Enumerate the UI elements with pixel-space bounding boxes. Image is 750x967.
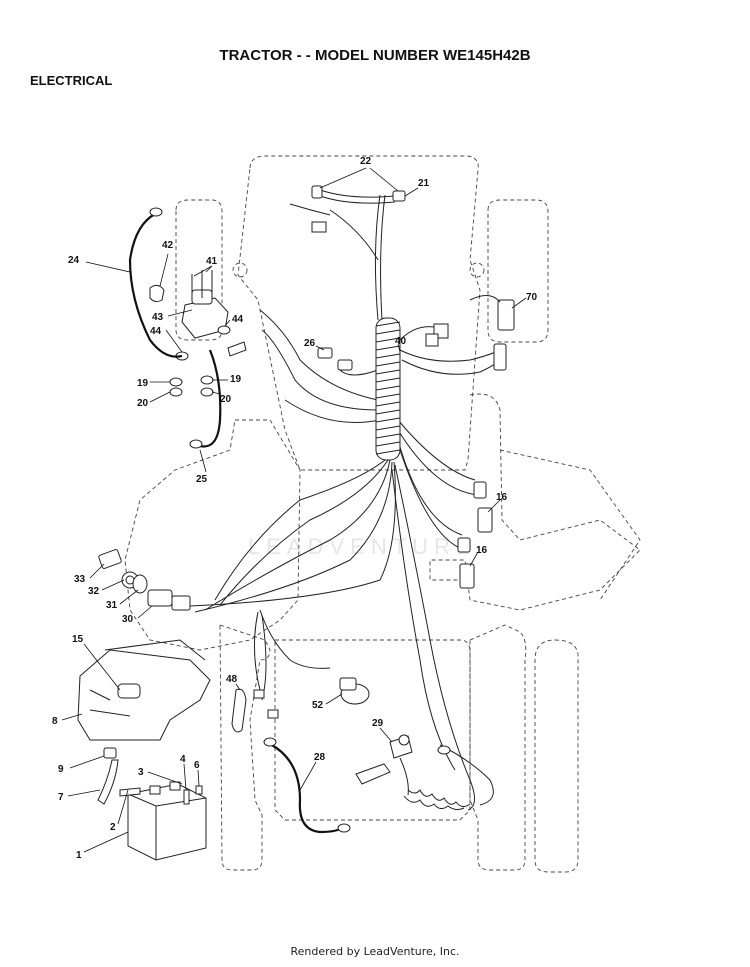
callout-20-left: 20 [137, 398, 149, 409]
callout-44-right: 44 [232, 314, 244, 325]
battery [119, 781, 207, 861]
headlight-connectors [289, 185, 406, 233]
battery-cable-negative [97, 747, 119, 805]
callout-30: 30 [122, 614, 134, 625]
callout-52: 52 [312, 700, 324, 711]
callout-4: 4 [180, 754, 186, 765]
callout-16-upper: 16 [496, 492, 508, 503]
callout-33: 33 [74, 574, 86, 585]
harness-coil-sleeve [375, 317, 401, 461]
callout-16-lower: 16 [476, 545, 488, 556]
callout-19-left: 19 [137, 378, 149, 389]
wiring-harness [189, 194, 501, 811]
callout-25: 25 [196, 474, 208, 485]
callout-43: 43 [152, 312, 164, 323]
tractor-frame-outline [124, 155, 641, 873]
callout-6: 6 [194, 760, 200, 771]
callout-24: 24 [68, 255, 80, 266]
callout-7: 7 [58, 792, 64, 803]
callout-26: 26 [304, 338, 316, 349]
callout-15: 15 [72, 634, 84, 645]
starter-solenoid [149, 270, 247, 397]
section-title: ELECTRICAL [30, 73, 113, 88]
watermark: LEADVENTURE [248, 534, 477, 559]
connector-70 [425, 295, 515, 371]
callout-32: 32 [88, 586, 100, 597]
ignition-switch [98, 549, 191, 611]
pto-switch [355, 734, 471, 811]
connector-16 [457, 481, 493, 589]
callout-41: 41 [206, 256, 218, 267]
callout-40: 40 [395, 336, 407, 347]
page-title: TRACTOR - - MODEL NUMBER WE145H42B [219, 47, 531, 64]
callout-28: 28 [314, 752, 326, 763]
starter-motor [77, 639, 211, 741]
positive-cable-28 [263, 737, 351, 834]
callout-19-right: 19 [230, 374, 242, 385]
connector-26 [317, 347, 353, 371]
callout-21: 21 [418, 178, 430, 189]
callout-8: 8 [52, 716, 58, 727]
callout-labels: 22 21 24 42 41 43 44 44 19 19 20 20 25 2… [52, 156, 538, 861]
leader-lines [61, 167, 527, 853]
callout-70: 70 [526, 292, 538, 303]
callout-31: 31 [106, 600, 118, 611]
callout-44-left: 44 [150, 326, 162, 337]
battery-cables [128, 207, 222, 449]
callout-20-right: 20 [220, 394, 232, 405]
callout-1: 1 [76, 850, 82, 861]
callout-42: 42 [162, 240, 174, 251]
callout-22: 22 [360, 156, 372, 167]
callout-3: 3 [138, 767, 144, 778]
callout-2: 2 [110, 822, 116, 833]
footer-credit: Rendered by LeadVenture, Inc. [290, 945, 460, 958]
callout-9: 9 [58, 764, 64, 775]
seat-switch-parts [231, 677, 370, 733]
callout-48: 48 [226, 674, 238, 685]
callout-29: 29 [372, 718, 384, 729]
